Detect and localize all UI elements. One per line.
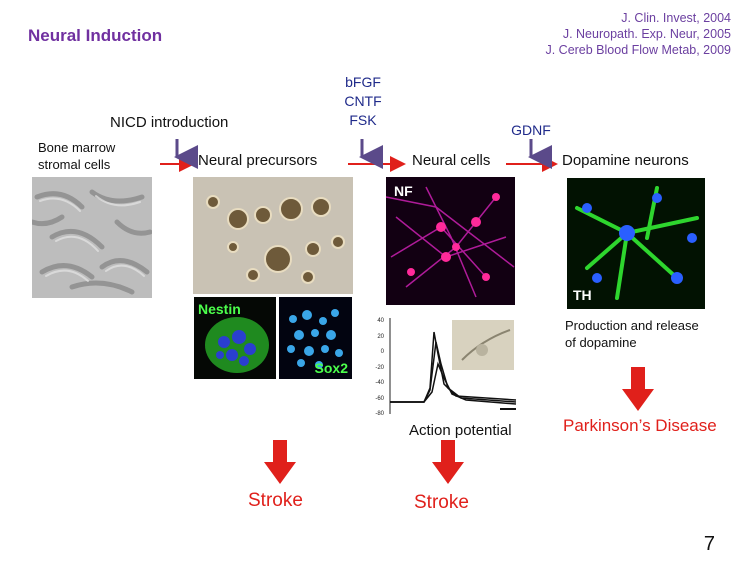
y-tick: -20	[375, 364, 384, 371]
sox2-image: Sox2	[279, 297, 352, 379]
nf-image: NF	[386, 177, 515, 305]
reference-3: J. Cereb Blood Flow Metab, 2009	[545, 43, 731, 57]
th-image: TH	[567, 178, 705, 309]
stromal-cells-image	[32, 177, 152, 298]
bone-marrow-line1: Bone marrow	[38, 140, 116, 155]
action-potential-plot: 40 20 0 -20 -40 -60 -80	[368, 314, 518, 420]
neural-cells-label: Neural cells	[412, 152, 491, 169]
cntf-label: CNTF	[344, 93, 382, 109]
y-tick: 20	[377, 333, 384, 340]
fsk-label: FSK	[349, 112, 377, 128]
plot-y-ticks: 40 20 0 -20 -40 -60 -80	[368, 314, 384, 420]
production-text: Production and release of dopamine	[565, 317, 699, 351]
stroke-outcome-2: Stroke	[414, 492, 469, 513]
slide-title: Neural Induction	[28, 26, 163, 45]
stroke-outcome-1: Stroke	[248, 490, 303, 511]
parkinsons-outcome: Parkinson’s Disease	[563, 416, 717, 435]
patch-clamp-image	[452, 320, 514, 370]
y-tick: -60	[375, 395, 384, 402]
y-tick: 40	[377, 318, 384, 324]
down-arrow-parkinsons	[622, 367, 654, 411]
neural-precursors-label: Neural precursors	[198, 152, 318, 169]
page-number: 7	[703, 533, 715, 555]
nestin-label: Nestin	[198, 301, 241, 317]
plot-traces	[389, 318, 517, 414]
factor-list: bFGF CNTF FSK	[335, 73, 391, 130]
y-tick: 0	[380, 349, 384, 355]
down-arrow-stroke-2	[432, 440, 464, 484]
th-label: TH	[573, 287, 592, 303]
nestin-image: Nestin	[194, 297, 276, 379]
sox2-label: Sox2	[314, 360, 348, 376]
bfgf-label: bFGF	[345, 74, 381, 90]
bone-marrow-line2: stromal cells	[38, 157, 111, 172]
production-line2: of dopamine	[565, 335, 637, 350]
down-arrow-stroke-1	[264, 440, 296, 484]
y-tick: -80	[375, 411, 384, 417]
reference-2: J. Neuropath. Exp. Neur, 2005	[562, 27, 731, 41]
production-line1: Production and release	[565, 318, 699, 333]
nicd-label: NICD introduction	[110, 114, 229, 131]
action-potential-label: Action potential	[409, 422, 512, 439]
gdnf-label: GDNF	[511, 122, 551, 138]
nf-label: NF	[394, 183, 413, 199]
neurosphere-image	[193, 177, 353, 294]
bone-marrow-label: Bone marrow stromal cells	[38, 139, 115, 173]
references: J. Clin. Invest, 2004 J. Neuropath. Exp.…	[545, 10, 731, 58]
y-tick: -40	[375, 380, 384, 386]
dopamine-neurons-label: Dopamine neurons	[562, 152, 689, 169]
reference-1: J. Clin. Invest, 2004	[621, 11, 731, 25]
